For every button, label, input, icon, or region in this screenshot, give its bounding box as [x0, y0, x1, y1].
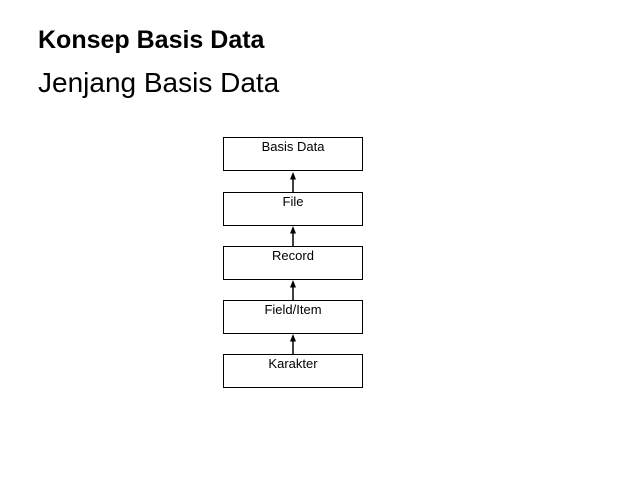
arrow-up-icon — [290, 334, 296, 354]
diagram-box-file: File — [223, 192, 363, 226]
diagram-box-label: Record — [272, 248, 314, 263]
hierarchy-diagram: Basis Data File Record Field/Item — [223, 137, 363, 388]
diagram-box-label: File — [282, 194, 304, 209]
diagram-box-karakter: Karakter — [223, 354, 363, 388]
diagram-box-record: Record — [223, 246, 363, 280]
diagram-box-label: Karakter — [268, 356, 318, 371]
diagram-box-field-item: Field/Item — [223, 300, 363, 334]
diagram-box-label: Field/Item — [264, 302, 322, 317]
diagram-box-basis-data: Basis Data — [223, 137, 363, 171]
arrow-up-icon — [290, 226, 296, 246]
arrow-up-icon — [290, 280, 296, 300]
slide-title: Konsep Basis Data — [38, 26, 265, 54]
slide-subtitle: Jenjang Basis Data — [38, 67, 280, 98]
arrow-up-icon — [290, 172, 296, 192]
diagram-box-label: Basis Data — [261, 139, 325, 154]
